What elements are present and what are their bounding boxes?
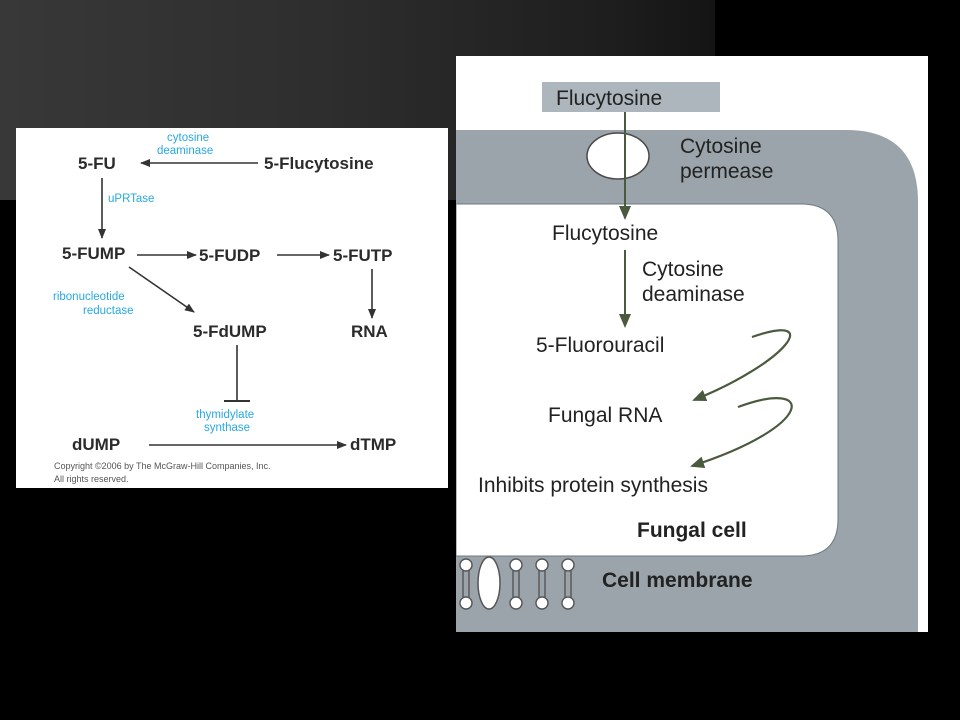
metabolite-5-fdump: 5-FdUMP (193, 322, 267, 341)
metabolite-5-fu: 5-FU (78, 154, 116, 173)
lipid-bilayer-icon (459, 556, 575, 610)
cytosine-deaminase-label-line1: Cytosine (642, 258, 724, 281)
enzyme-cytosine-deaminase-line2: deaminase (157, 145, 213, 157)
metabolite-5-flucytosine: 5-Flucytosine (264, 154, 374, 173)
fungal-cell-diagram: Flucytosine Cytosine permease Flucytosin… (456, 82, 918, 632)
enzyme-ribonucleotide-reductase-line1: ribonucleotide (53, 291, 125, 303)
cell-membrane-label: Cell membrane (602, 569, 753, 592)
pathway-diagram: 5-FU 5-Flucytosine 5-FUMP 5-FUDP 5-FUTP … (53, 132, 396, 484)
arrow-to-fungal-rna (692, 329, 792, 402)
enzyme-thymidylate-synthase-line1: thymidylate (196, 409, 254, 421)
flucytosine-outside-label: Flucytosine (556, 87, 662, 110)
pathway-diagram-panel: 5-FU 5-Flucytosine 5-FUMP 5-FUDP 5-FUTP … (16, 128, 448, 488)
enzyme-ribonucleotide-reductase-line2: reductase (83, 305, 134, 317)
arrow-to-protein-inhibition (690, 397, 793, 469)
copyright-line2: All rights reserved. (54, 474, 129, 484)
metabolite-5-fump: 5-FUMP (62, 244, 125, 263)
cytosine-permease-label-line2: permease (680, 160, 773, 183)
arrow-5fump-to-5fdump (128, 266, 195, 313)
fungal-rna-label: Fungal RNA (548, 404, 662, 427)
copyright-line1: Copyright ©2006 by The McGraw-Hill Compa… (54, 461, 271, 471)
inhibits-protein-synthesis-label: Inhibits protein synthesis (478, 474, 708, 497)
cell-interior (456, 203, 839, 557)
metabolite-5-futp: 5-FUTP (333, 246, 393, 265)
enzyme-uprtase: uPRTase (108, 193, 154, 205)
cytosine-permease-channel (586, 132, 650, 180)
cytosine-deaminase-label-line2: deaminase (642, 283, 745, 306)
metabolite-dump: dUMP (72, 435, 120, 454)
flucytosine-inside-label: Flucytosine (552, 222, 658, 245)
5-fluorouracil-label: 5-Fluorouracil (536, 334, 664, 357)
fungal-cell-label: Fungal cell (637, 519, 747, 542)
metabolite-rna: RNA (351, 322, 388, 341)
enzyme-cytosine-deaminase-line1: cytosine (167, 132, 209, 144)
flucytosine-label-box (542, 82, 720, 112)
metabolite-5-fudp: 5-FUDP (199, 246, 260, 265)
metabolite-dtmp: dTMP (350, 435, 396, 454)
enzyme-thymidylate-synthase-line2: synthase (204, 422, 250, 434)
cytosine-permease-label-line1: Cytosine (680, 135, 762, 158)
fungal-cell-diagram-panel: Flucytosine Cytosine permease Flucytosin… (456, 56, 928, 632)
